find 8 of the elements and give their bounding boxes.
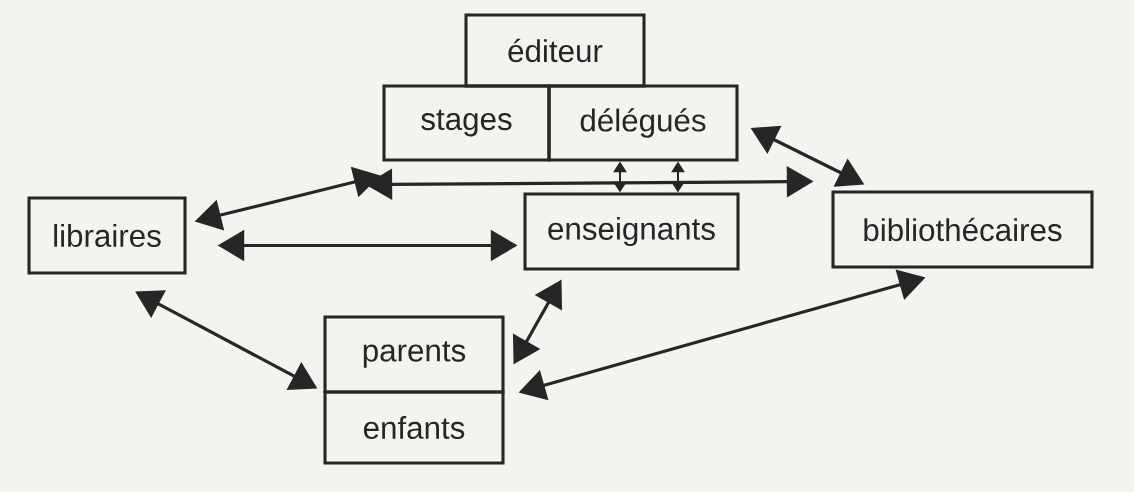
role-box: stages <box>382 84 551 162</box>
role-box: enseignants <box>523 192 740 271</box>
role-box: enfants <box>323 390 505 465</box>
role-box: parents <box>323 315 505 394</box>
role-box: éditeur <box>464 13 646 88</box>
role-box: libraires <box>27 196 187 275</box>
role-box: bibliothécaires <box>831 190 1094 269</box>
role-box: délégués <box>547 84 739 162</box>
